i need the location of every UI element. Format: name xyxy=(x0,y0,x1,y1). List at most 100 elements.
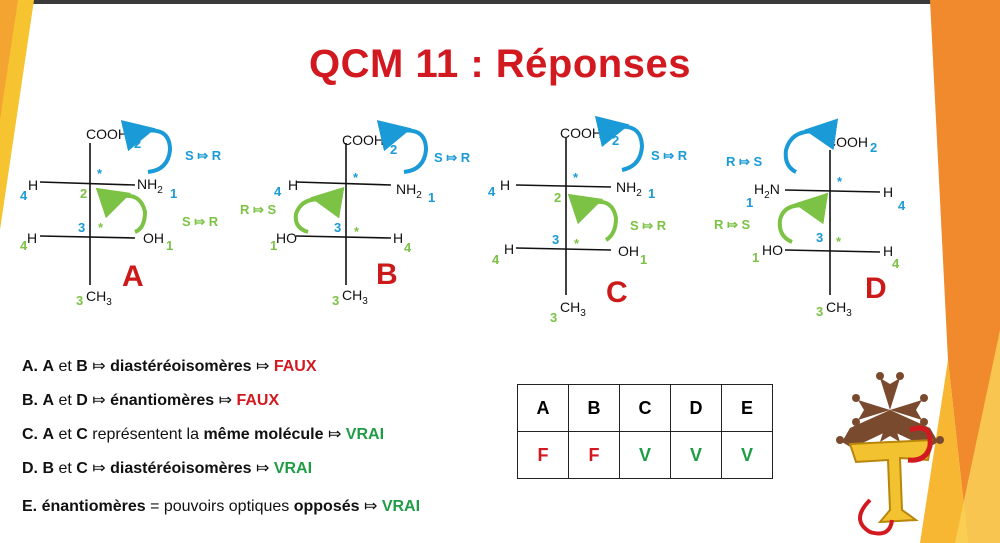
answer-value: V xyxy=(670,431,722,479)
svg-text:*: * xyxy=(836,234,842,249)
answer-header: C xyxy=(619,384,671,432)
statement-keyword: A xyxy=(42,358,55,375)
svg-text:4: 4 xyxy=(274,184,282,199)
statement-text: ⤇ xyxy=(214,392,237,409)
answer-header: E xyxy=(721,384,773,432)
svg-text:H: H xyxy=(883,243,893,259)
svg-text:2: 2 xyxy=(554,190,561,205)
statement-keyword: énantiomères xyxy=(41,498,146,515)
verdict-vrai: VRAI xyxy=(381,498,421,515)
svg-text:S ⤇ R: S ⤇ R xyxy=(434,150,471,165)
statement-text: = pouvoirs optiques xyxy=(145,498,294,515)
svg-text:OH: OH xyxy=(618,243,639,259)
svg-text:1: 1 xyxy=(648,186,655,201)
statement-text: ⤇ xyxy=(251,460,274,477)
svg-text:2: 2 xyxy=(612,133,619,148)
statement-item: C. A et C représentent la même molécule … xyxy=(22,424,420,458)
answer-header: D xyxy=(670,384,722,432)
svg-text:4: 4 xyxy=(20,188,28,203)
svg-text:HO: HO xyxy=(276,230,297,246)
svg-text:S ⤇ R: S ⤇ R xyxy=(185,148,222,163)
verdict-vrai: VRAI xyxy=(345,426,385,443)
svg-text:2: 2 xyxy=(336,186,343,201)
statement-keyword: C xyxy=(76,460,88,477)
molecule-b: COOH 2 H 4 NH2 1 * 2 HO 1 H 4 3 * CH3 3 … xyxy=(240,120,471,308)
svg-text:1: 1 xyxy=(640,252,647,267)
statement-keyword: diastéréoisomères xyxy=(110,358,252,375)
verdict-faux: FAUX xyxy=(273,358,317,375)
statement-item: E. énantiomères = pouvoirs optiques oppo… xyxy=(22,496,420,530)
statement-keyword: A xyxy=(42,426,55,443)
svg-text:*: * xyxy=(574,236,580,251)
svg-text:4: 4 xyxy=(488,184,496,199)
svg-text:R ⤇ S: R ⤇ S xyxy=(714,217,751,232)
svg-text:H: H xyxy=(28,177,38,193)
statement-keyword: C xyxy=(76,426,88,443)
statement-text: représentent la xyxy=(87,426,204,443)
occitan-cross-logo-icon xyxy=(836,372,944,536)
svg-text:R ⤇ S: R ⤇ S xyxy=(240,202,277,217)
statement-text: ⤇ xyxy=(251,358,274,375)
statement-keyword: diastéréoisomères xyxy=(110,460,252,477)
statement-letter: A. xyxy=(22,358,38,375)
svg-text:3: 3 xyxy=(332,293,339,308)
statement-keyword: A xyxy=(42,392,55,409)
svg-text:2: 2 xyxy=(134,136,141,151)
verdict-faux: FAUX xyxy=(236,392,280,409)
svg-text:1: 1 xyxy=(166,238,173,253)
statement-item: A. A et B ⤇ diastéréoisomères ⤇ FAUX xyxy=(22,356,420,390)
answer-table: A B C D E F F V V V xyxy=(517,384,773,479)
svg-text:H: H xyxy=(393,230,403,246)
top-border xyxy=(0,0,1000,4)
statement-text: ⤇ xyxy=(87,358,111,375)
statement-text: ⤇ xyxy=(87,460,111,477)
svg-text:4: 4 xyxy=(492,252,500,267)
answer-header: B xyxy=(568,384,620,432)
svg-text:CH3: CH3 xyxy=(86,288,112,308)
svg-text:S ⤇ R: S ⤇ R xyxy=(651,148,688,163)
answer-value: V xyxy=(619,431,671,479)
svg-text:2: 2 xyxy=(80,186,87,201)
answer-value: F xyxy=(568,431,620,479)
statement-text: et xyxy=(54,426,77,443)
svg-text:3: 3 xyxy=(550,310,557,325)
svg-text:4: 4 xyxy=(404,240,412,255)
molecule-label-a: A xyxy=(122,260,144,293)
svg-text:2: 2 xyxy=(870,140,877,155)
molecule-c: COOH 2 H 4 NH2 1 * 2 H 4 OH 1 3 * CH3 3 … xyxy=(488,115,688,325)
statement-keyword: même molécule xyxy=(203,426,324,443)
molecule-figures: COOH 2 H 4 NH2 1 * 2 H 4 OH 1 3 * CH3 3 … xyxy=(20,115,906,325)
svg-text:1: 1 xyxy=(746,195,753,210)
svg-text:H: H xyxy=(504,241,514,257)
molecule-label-c: C xyxy=(606,276,628,309)
statement-letter: D. xyxy=(22,460,38,477)
statement-text: et xyxy=(54,392,77,409)
svg-text:R ⤇ S: R ⤇ S xyxy=(726,154,763,169)
svg-text:HO: HO xyxy=(762,242,783,258)
statement-keyword: énantiomères xyxy=(110,392,215,409)
statement-text: ⤇ xyxy=(323,426,346,443)
svg-text:2: 2 xyxy=(390,142,397,157)
svg-text:CH3: CH3 xyxy=(826,299,852,319)
svg-text:*: * xyxy=(98,220,104,235)
svg-text:*: * xyxy=(353,170,359,185)
svg-text:H: H xyxy=(500,177,510,193)
svg-text:S ⤇ R: S ⤇ R xyxy=(630,218,667,233)
svg-text:3: 3 xyxy=(78,220,85,235)
svg-text:3: 3 xyxy=(334,220,341,235)
svg-text:2: 2 xyxy=(818,194,825,209)
svg-text:H: H xyxy=(883,184,893,200)
svg-text:1: 1 xyxy=(752,250,759,265)
svg-text:CH3: CH3 xyxy=(342,287,368,307)
svg-text:1: 1 xyxy=(270,238,277,253)
statement-keyword: B xyxy=(42,460,55,477)
svg-text:4: 4 xyxy=(892,256,900,271)
answer-value: F xyxy=(517,431,569,479)
molecule-label-d: D xyxy=(865,272,887,305)
svg-text:4: 4 xyxy=(20,238,28,253)
svg-text:CH3: CH3 xyxy=(560,299,586,319)
molecule-label-b: B xyxy=(376,258,398,291)
cooh-label: COOH xyxy=(86,126,128,142)
